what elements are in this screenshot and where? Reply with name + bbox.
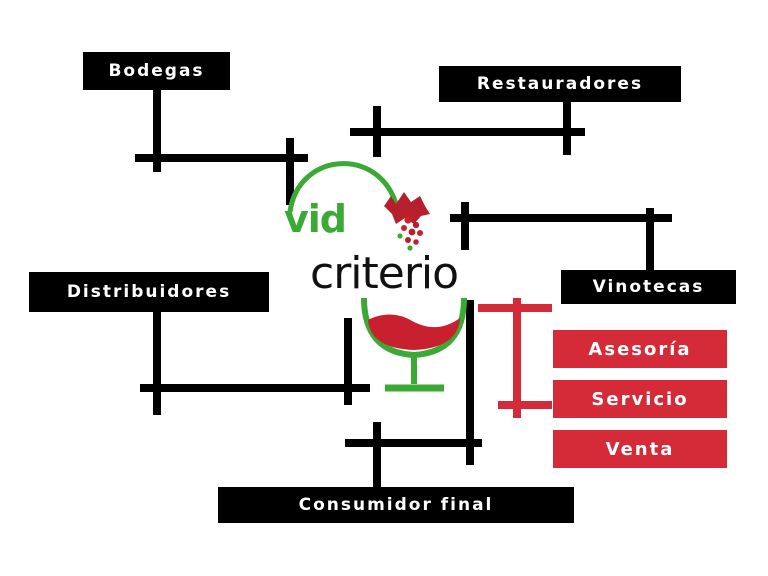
label-vinotecas: Vinotecas (561, 270, 736, 304)
logo-word-criterio: criterio (310, 248, 459, 299)
wine-glass-icon (361, 297, 467, 392)
logo-arc (287, 161, 401, 213)
label-consumidor-final: Consumidor final (218, 487, 574, 523)
service-servicio: Servicio (553, 380, 727, 418)
label-distribuidores: Distribuidores (29, 272, 269, 312)
service-venta: Venta (553, 430, 727, 468)
service-asesoria: Asesoría (553, 330, 727, 368)
grape-icon (384, 192, 430, 251)
label-restauradores: Restauradores (439, 66, 681, 102)
label-bodegas: Bodegas (83, 52, 230, 90)
logo-word-vid: vid (284, 197, 347, 241)
